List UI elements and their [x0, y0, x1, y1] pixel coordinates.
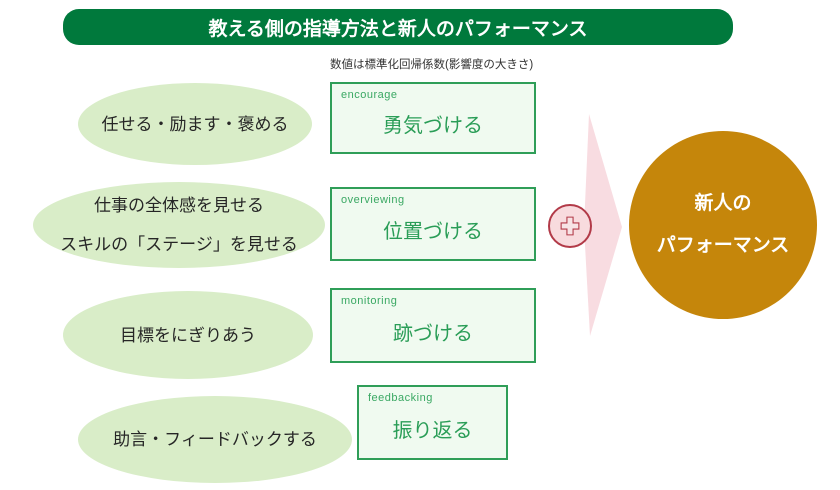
ellipse-text-line1: 仕事の全体感を見せる [94, 196, 264, 215]
box-monitoring: monitoring 跡づける [330, 288, 536, 363]
result-circle-newcomer-performance: 新人の パフォーマンス [629, 131, 817, 319]
result-line2: パフォーマンス [656, 235, 790, 256]
box-feedbacking: feedbacking 振り返る [357, 385, 508, 460]
box-label-ja: 位置づける [383, 221, 483, 243]
box-label-en: monitoring [341, 295, 398, 307]
diagram-title: 教える側の指導方法と新人のパフォーマンス [208, 18, 588, 40]
note-standardized-coefficient: 数値は標準化回帰係数(影響度の大きさ) [330, 59, 534, 71]
box-label-en: feedbacking [368, 392, 433, 404]
right-arrow-icon [584, 114, 622, 336]
box-label-ja: 振り返る [392, 419, 473, 442]
box-encourage: encourage 勇気づける [330, 82, 536, 154]
box-label-ja: 勇気づける [383, 115, 483, 137]
ellipse-share-goals: 目標をにぎりあう [63, 291, 313, 379]
box-overviewing: overviewing 位置づける [330, 187, 536, 261]
plus-circle-icon [548, 204, 592, 248]
diagram-title-bar: 教える側の指導方法と新人のパフォーマンス [63, 9, 733, 45]
ellipse-text: 目標をにぎりあう [120, 325, 256, 345]
ellipse-text: 任せる・励ます・褒める [101, 114, 289, 134]
ellipse-advise-feedback: 助言・フィードバックする [78, 396, 352, 483]
ellipse-text: 助言・フィードバックする [113, 430, 317, 449]
box-label-en: overviewing [341, 194, 405, 206]
ellipse-text-line2: スキルの「ステージ」を見せる [60, 235, 298, 254]
ellipse-show-big-picture: 仕事の全体感を見せる スキルの「ステージ」を見せる [33, 182, 325, 268]
result-line1: 新人の [694, 193, 752, 214]
ellipse-delegate-encourage-praise: 任せる・励ます・褒める [78, 83, 312, 165]
box-label-en: encourage [341, 89, 398, 101]
box-label-ja: 跡づける [393, 322, 473, 345]
